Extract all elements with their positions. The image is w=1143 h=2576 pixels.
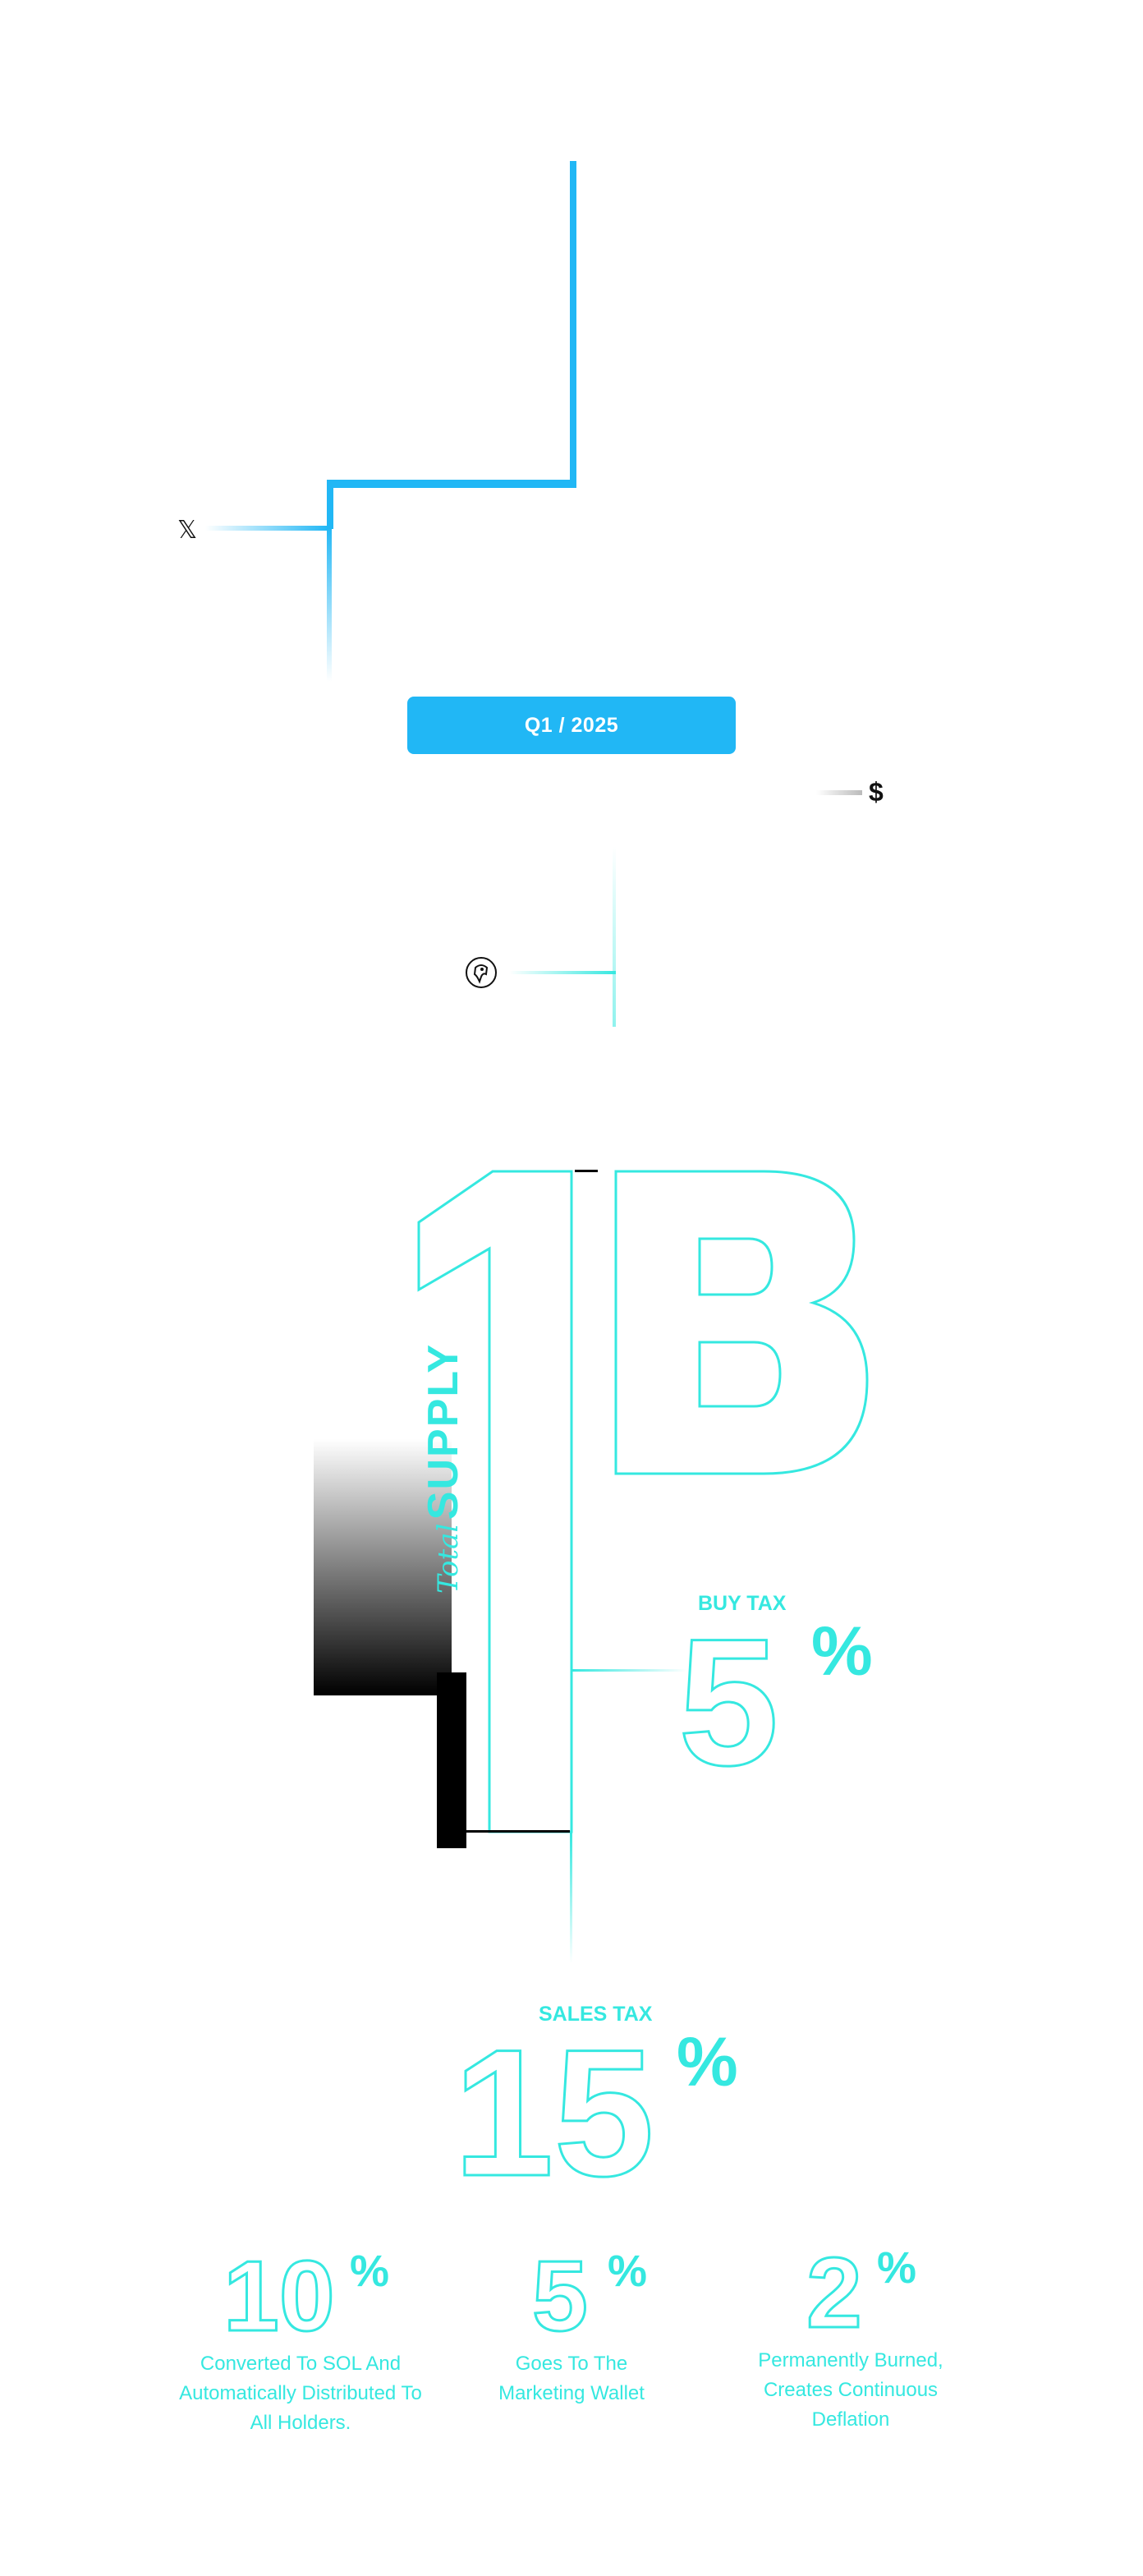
tax-breakdown-item: 5 % Goes To The Marketing Wallet xyxy=(457,2234,686,2408)
dollar-icon: $ xyxy=(869,777,884,807)
buy-tax-value: 5 xyxy=(677,1601,779,1803)
buy-tax-unit: % xyxy=(811,1612,873,1690)
breakdown-description: Permanently Burned, Creates Continuous D… xyxy=(758,2349,943,2431)
breakdown-description: Goes To The Marketing Wallet xyxy=(498,2353,645,2404)
sales-tax-value: 15 xyxy=(452,2012,656,2214)
buy-tax-label: BUY TAX xyxy=(698,1592,787,1615)
breakdown-unit: % xyxy=(877,2243,917,2293)
phase-badge: Q1 / 2025 xyxy=(407,697,736,754)
breakdown-unit: % xyxy=(350,2247,390,2296)
breakdown-value: 5 xyxy=(531,2240,590,2352)
x-icon[interactable]: 𝕏 xyxy=(177,516,198,545)
breakdown-value: 10 xyxy=(223,2240,337,2352)
connector-graphic-top xyxy=(0,0,1143,1027)
tax-breakdown-item: 10 % Converted To SOL And Automatically … xyxy=(161,2234,440,2438)
circle-logo-icon[interactable] xyxy=(465,956,498,989)
breakdown-value: 2 xyxy=(806,2237,864,2348)
breakdown-description: Converted To SOL And Automatically Distr… xyxy=(179,2353,422,2434)
supply-prefix: Total xyxy=(432,1523,465,1594)
tax-breakdown-item: 2 % Permanently Burned, Creates Continuo… xyxy=(728,2231,974,2435)
breakdown-unit: % xyxy=(608,2247,648,2296)
supply-value: 1B xyxy=(419,1166,879,1479)
supply-graphic xyxy=(0,1150,1143,2012)
sales-tax-unit: % xyxy=(677,2023,738,2100)
sales-tax-label: SALES TAX xyxy=(539,2003,653,2026)
